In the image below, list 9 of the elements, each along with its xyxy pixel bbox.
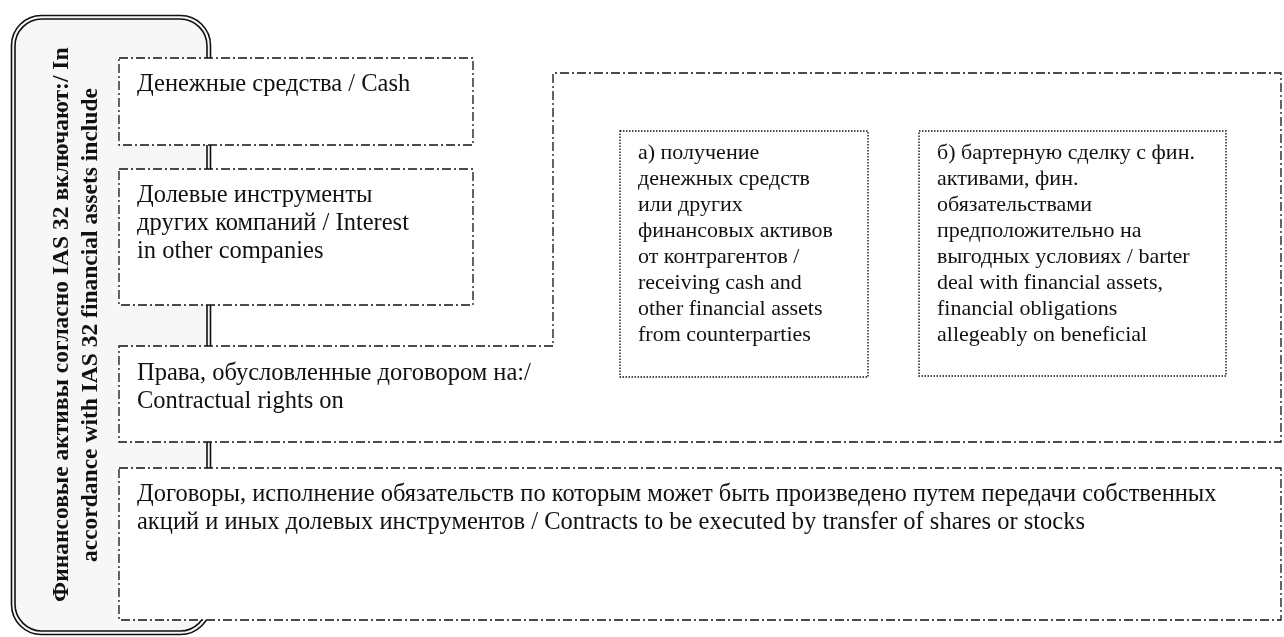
box-text: б) бартерную сделку с фин. активами, фин. обязательствами предположительно на выгодных условиях / barter deal with financial assets, financial obligations allegeably on beneficial (937, 139, 1196, 347)
box-text: Денежные средства / Cash (137, 69, 412, 97)
vertical-heading: Финансовые активы согласно IAS 32 включают:/ In accordance with IAS 32 financial assets include (46, 46, 103, 605)
box-text: Договоры, исполнение обязательств по которым может быть произведено путем передачи собственных акций и иных долевых инструментов / Contracts to be executed by transfer of shares or stocks (137, 479, 1218, 535)
box-text: Права, обусловленные договором на:/ Contractual rights on (137, 358, 532, 414)
box-text: Долевые инструменты других компаний / Interest in other companies (137, 180, 410, 264)
dotted-box (918, 130, 1227, 377)
box-text: а) получение денежных средств или других финансовых активов от контрагентов / receiving cash and other financial assets from counterparties (638, 139, 834, 347)
dotted-box (619, 130, 869, 378)
